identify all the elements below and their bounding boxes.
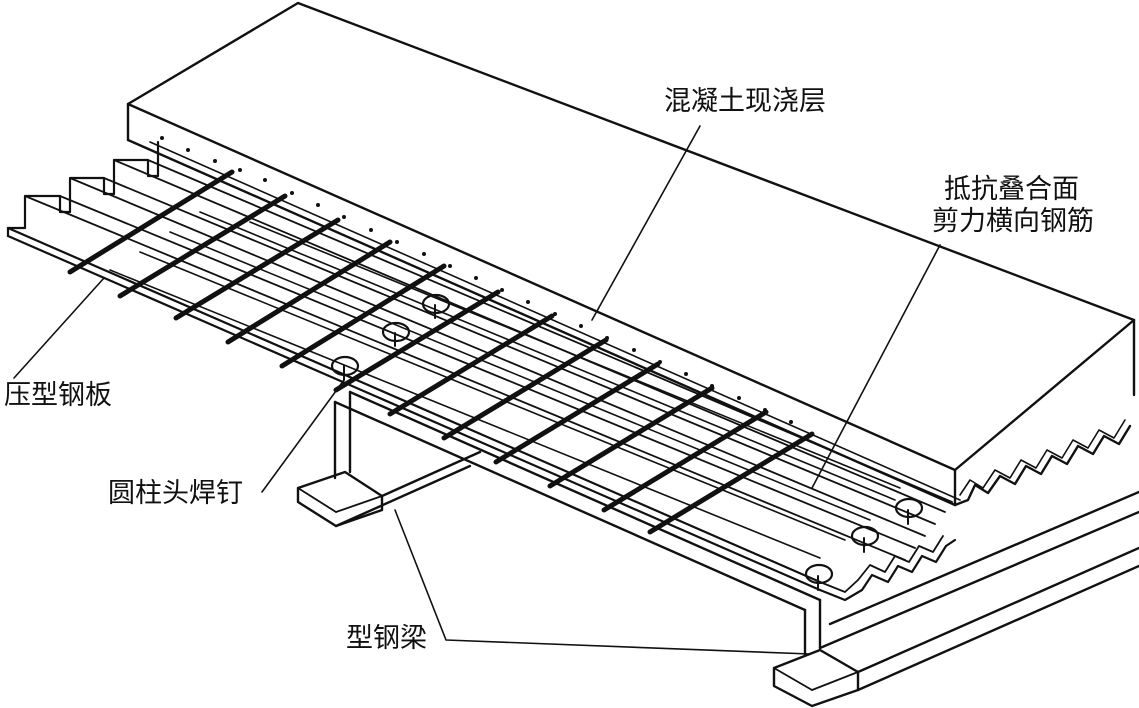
leader-beam <box>394 509 811 655</box>
shear-stud <box>804 563 834 591</box>
steel-deck <box>6 140 957 602</box>
shear-stud <box>894 497 924 525</box>
leader-shear-rebar <box>811 244 941 489</box>
label-concrete-layer: 混凝土现浇层 <box>664 86 826 117</box>
label-steel-beam: 型钢梁 <box>346 623 427 654</box>
leader-lines <box>13 125 941 655</box>
label-shear-stud: 圆柱头焊钉 <box>108 478 243 509</box>
shear-stud <box>381 321 411 347</box>
label-shear-rebar-line2: 剪力横向钢筋 <box>932 206 1094 237</box>
shear-studs <box>330 293 924 591</box>
label-shear-rebar-line1: 抵抗叠合面 <box>944 174 1079 205</box>
leader-deck <box>13 277 105 379</box>
rebar-end-dots <box>160 136 793 424</box>
shear-stud <box>850 525 880 553</box>
transverse-rebar <box>67 169 815 535</box>
leader-concrete <box>591 125 701 321</box>
shear-stud <box>421 293 451 319</box>
label-steel-deck: 压型钢板 <box>4 380 112 411</box>
shear-stud <box>330 355 360 381</box>
steel-i-beam <box>296 390 1139 708</box>
leader-stud <box>261 379 345 493</box>
